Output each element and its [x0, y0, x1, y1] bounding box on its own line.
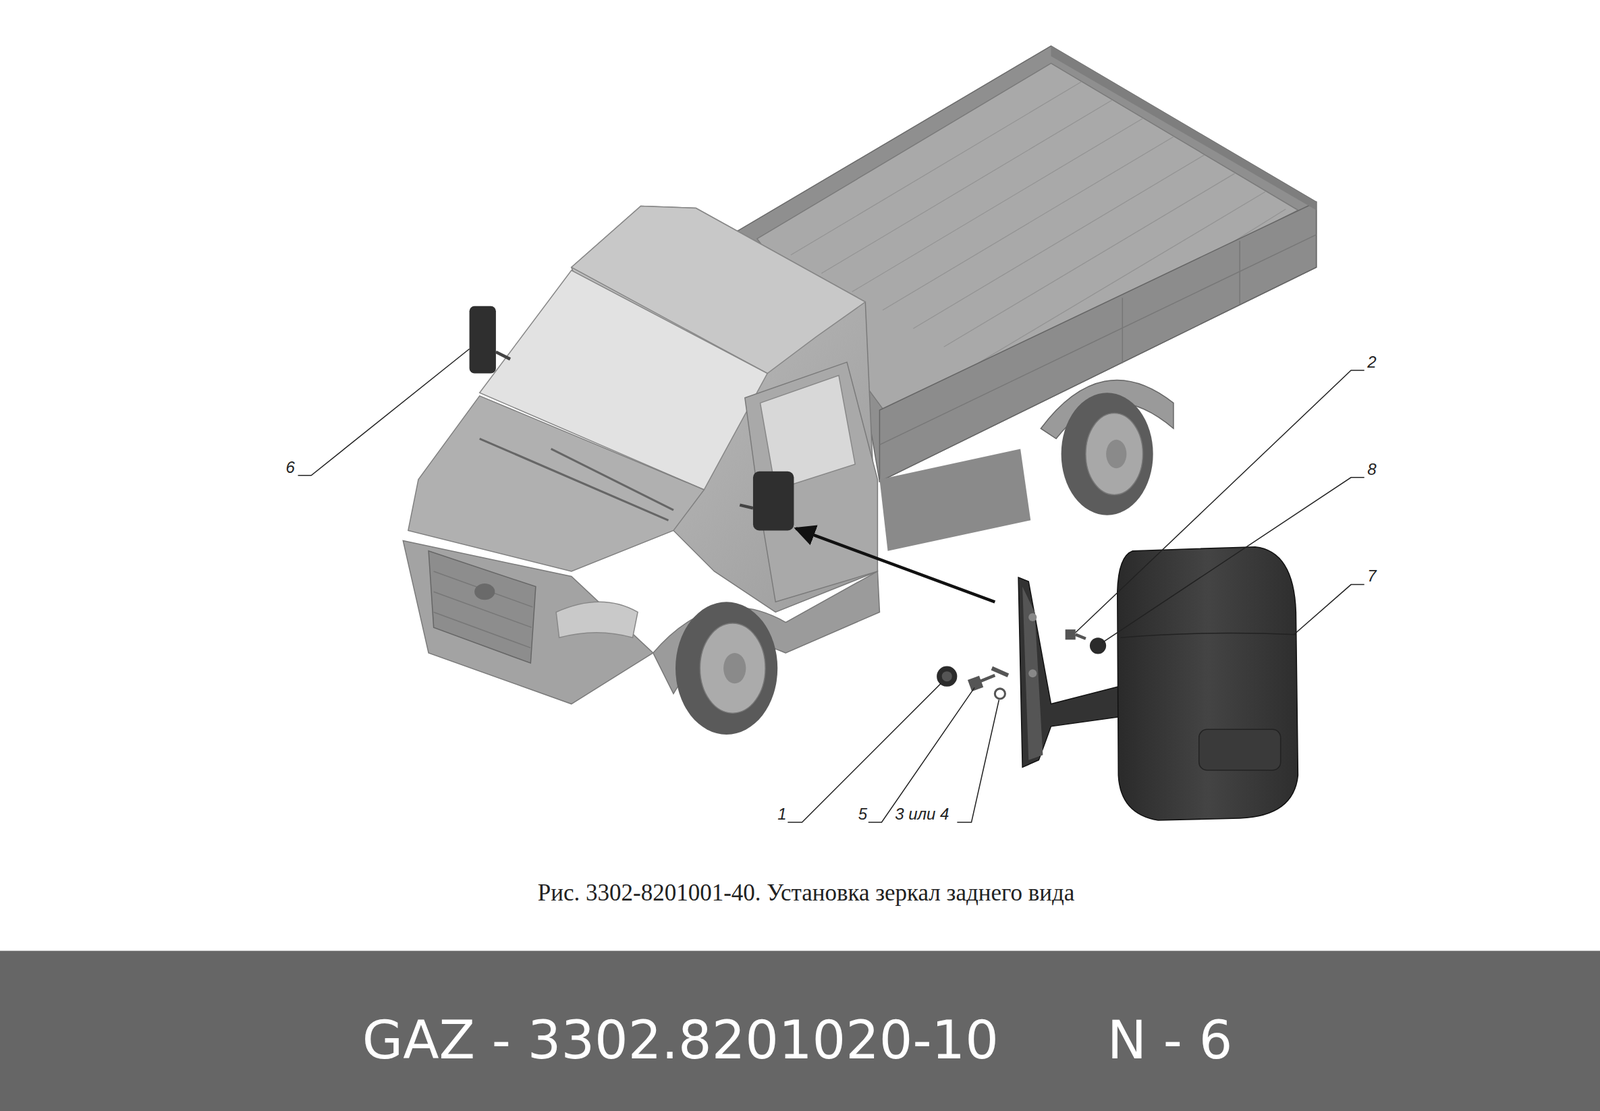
position-number: N - 6	[1107, 1014, 1233, 1067]
rear-wheel	[879, 380, 1173, 552]
mirror-left	[469, 306, 511, 374]
pointer-arrow	[795, 528, 995, 602]
front-wheel	[675, 601, 778, 735]
part-number: GAZ - 3302.8201020-10	[362, 1014, 999, 1067]
leader-lines	[298, 348, 1365, 823]
callout-number: 8	[1367, 461, 1376, 478]
figure-caption: Рис. 3302-8201001-40. Установка зеркал з…	[537, 881, 1075, 905]
callout-number: 7	[1367, 568, 1376, 585]
mirror-bracket	[1018, 577, 1125, 768]
fasteners	[936, 629, 1107, 700]
callout-number: 5	[858, 806, 868, 823]
footer-bar	[0, 951, 1600, 1111]
callout-number: 3 или 4	[894, 806, 949, 823]
callout-number: 2	[1367, 354, 1376, 371]
mirror-housing	[1117, 547, 1299, 821]
mirror-right	[739, 471, 794, 532]
cab	[402, 206, 880, 705]
callout-number: 6	[285, 459, 295, 476]
callout-number: 1	[777, 806, 787, 823]
